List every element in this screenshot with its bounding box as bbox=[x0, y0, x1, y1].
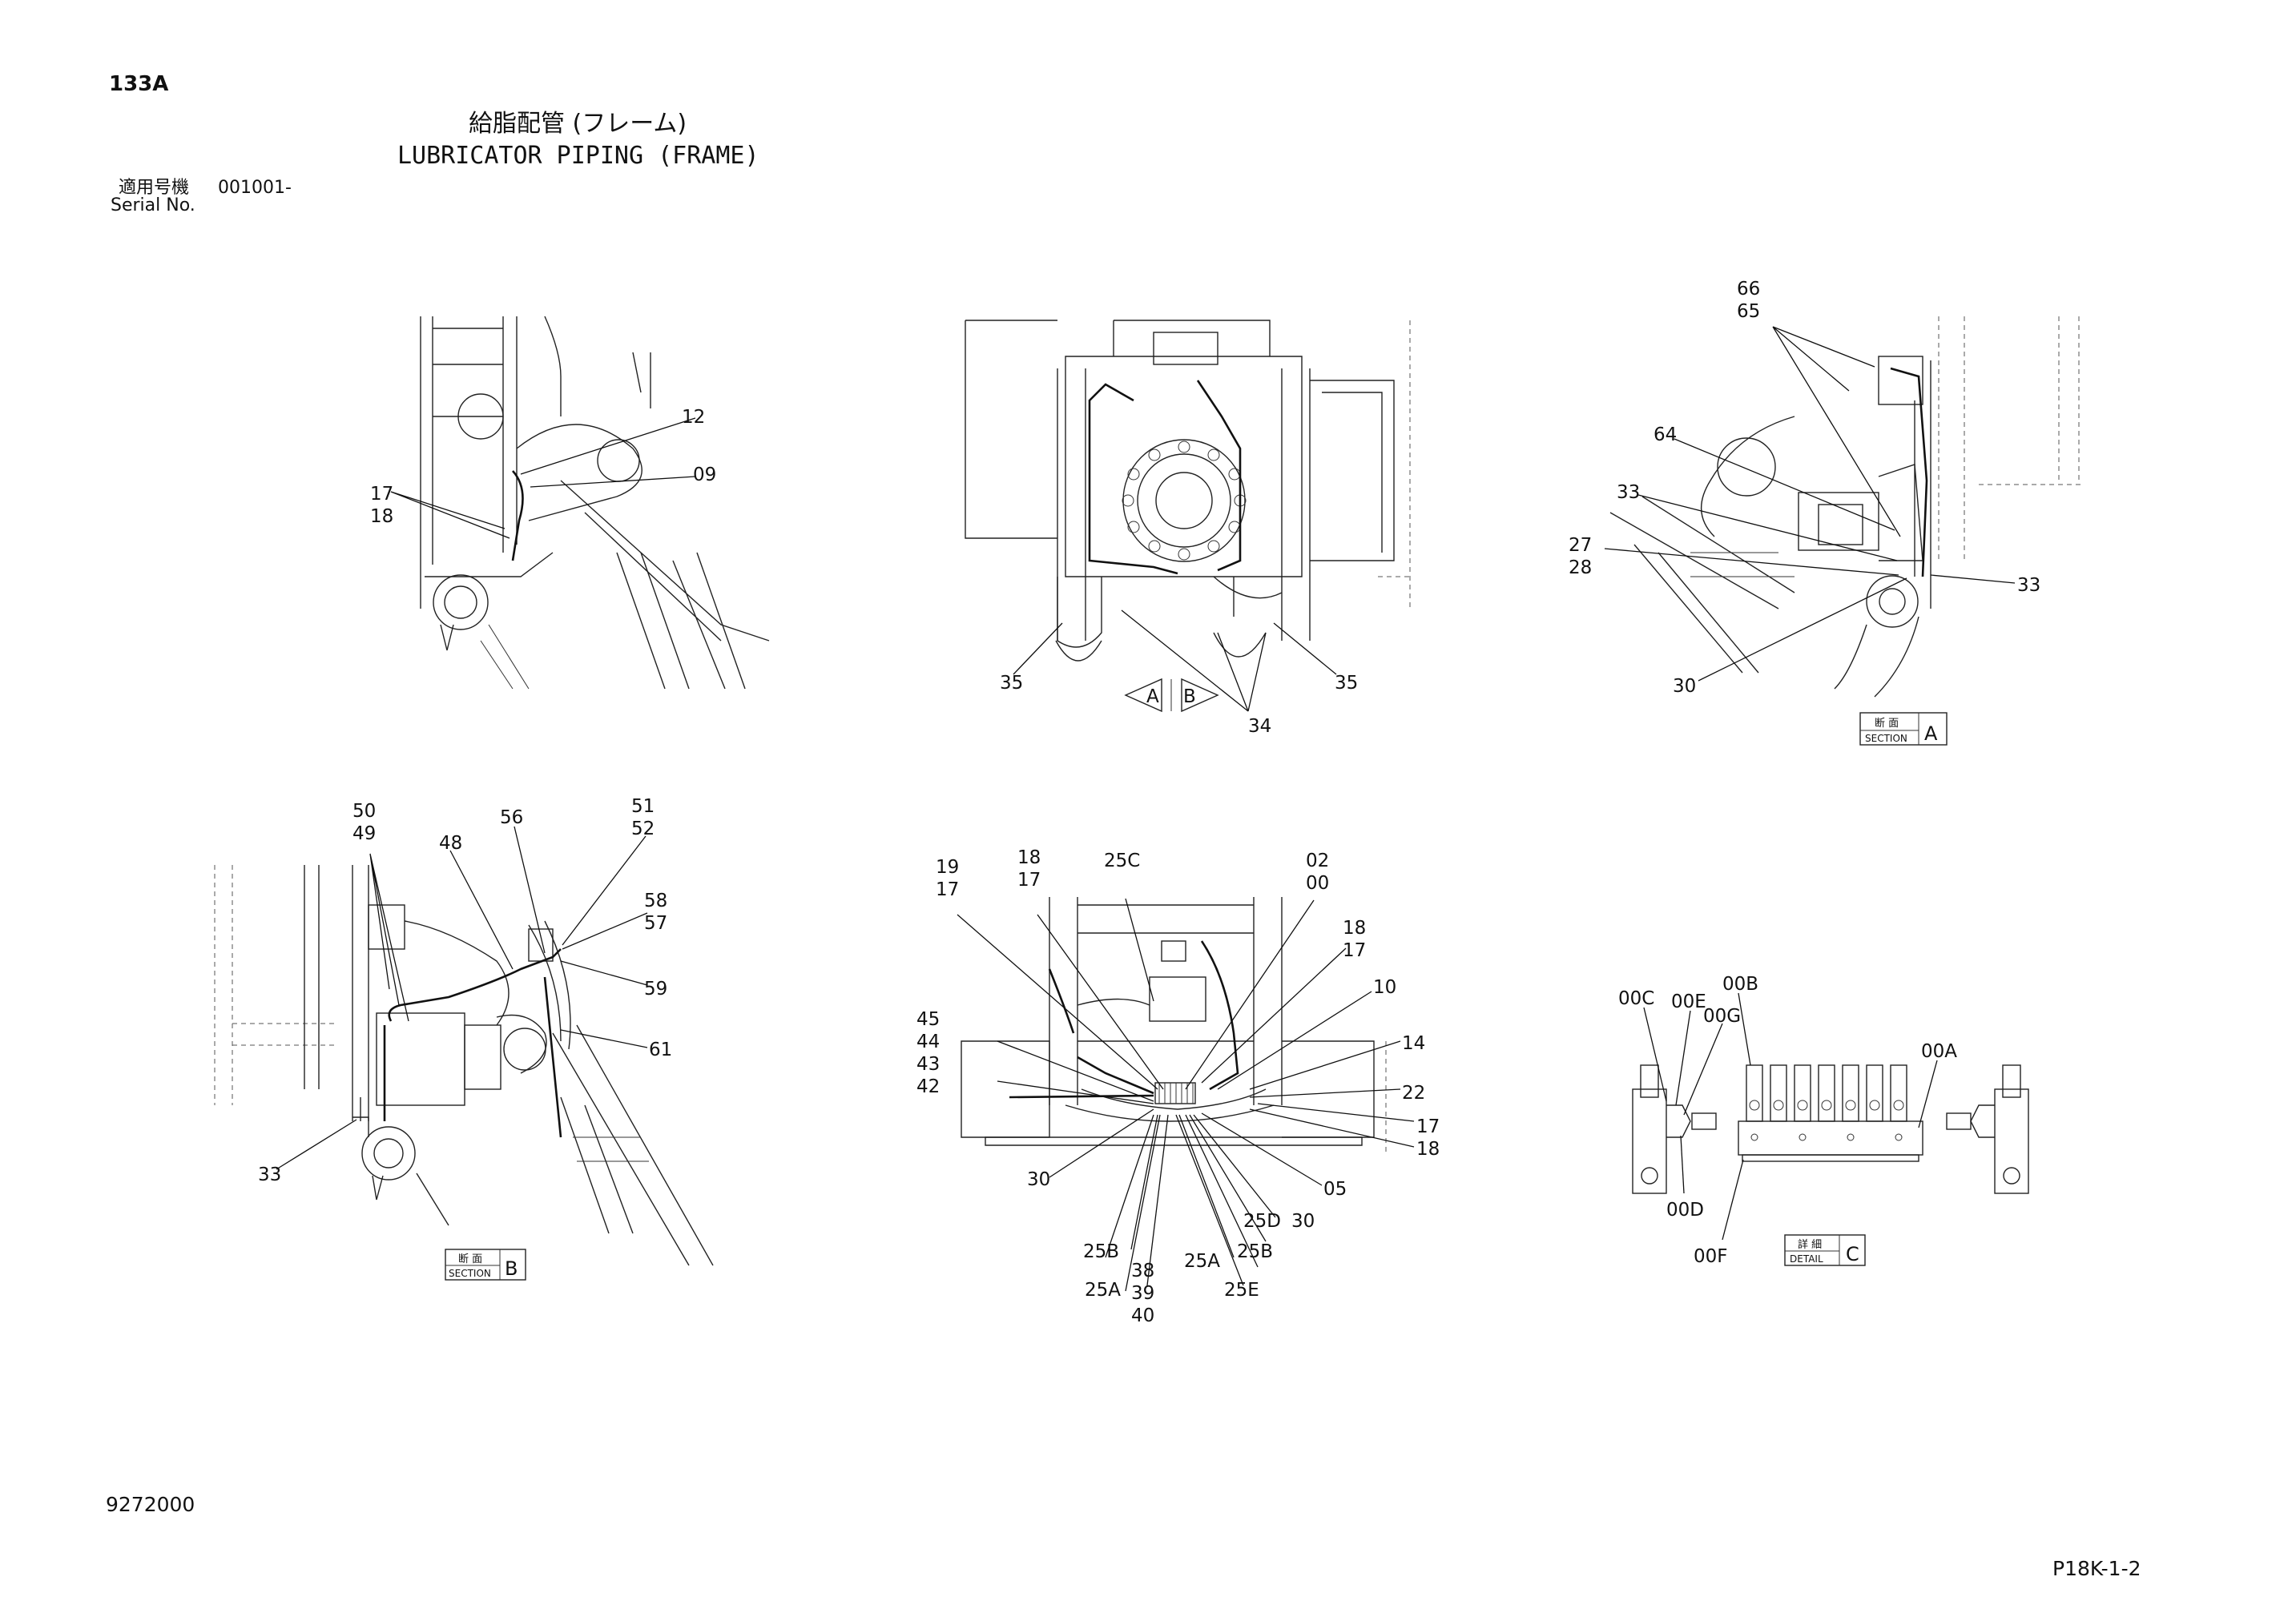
callout: 28 bbox=[1569, 557, 1592, 578]
callout: 34 bbox=[1248, 716, 1271, 737]
callout: 00B bbox=[1722, 974, 1758, 995]
callout: 58 bbox=[644, 891, 667, 911]
callout: 48 bbox=[439, 833, 462, 854]
callout: 17 bbox=[1416, 1116, 1440, 1137]
callout: 30 bbox=[1291, 1211, 1315, 1232]
callout: 27 bbox=[1569, 535, 1592, 556]
callout: 65 bbox=[1737, 301, 1760, 322]
callout: 00D bbox=[1666, 1200, 1704, 1221]
serial-label-en: Serial No. bbox=[111, 195, 195, 215]
callout: 44 bbox=[916, 1032, 940, 1052]
view-section-b: 50 49 48 56 51 52 58 57 59 61 33 断 面 SEC… bbox=[214, 796, 714, 1281]
serial-label-jp: 適用号機 bbox=[119, 178, 190, 198]
callout: 19 bbox=[936, 857, 959, 878]
callout: 30 bbox=[1673, 676, 1696, 697]
serial-value: 001001- bbox=[218, 178, 292, 198]
callout: 05 bbox=[1323, 1179, 1347, 1200]
callout: 25B bbox=[1083, 1241, 1119, 1262]
callout: 33 bbox=[1617, 482, 1640, 503]
callout: 18 bbox=[370, 506, 393, 527]
callout: 50 bbox=[352, 801, 376, 822]
callout: 00G bbox=[1703, 1006, 1741, 1027]
title-english: LUBRICATOR PIPING (FRAME) bbox=[397, 142, 759, 170]
view-detail-c: 00C 00E 00G 00B 00A 00D 00F 詳 細 DETAIL C bbox=[1618, 974, 2029, 1267]
section-letter: A bbox=[1924, 722, 1938, 745]
section-label-jp: 断 面 bbox=[1875, 718, 1899, 730]
callout: 25C bbox=[1104, 851, 1140, 871]
callout: 09 bbox=[693, 465, 716, 485]
callout: 52 bbox=[631, 819, 655, 839]
callout: 25D bbox=[1243, 1211, 1281, 1232]
section-letter: B bbox=[505, 1257, 518, 1280]
callout: 18 bbox=[1343, 918, 1366, 939]
callout: 25A bbox=[1085, 1280, 1121, 1301]
sheet-number: 133A bbox=[109, 72, 169, 96]
section-label-jp: 断 面 bbox=[458, 1253, 482, 1265]
callout: 00F bbox=[1694, 1246, 1728, 1267]
callout: 66 bbox=[1737, 279, 1760, 300]
callout: 02 bbox=[1306, 851, 1329, 871]
callout: 14 bbox=[1402, 1033, 1425, 1054]
callout: 61 bbox=[649, 1040, 672, 1060]
section-label-en: SECTION bbox=[449, 1268, 491, 1279]
view-top-left: 12 09 17 18 bbox=[370, 316, 770, 690]
callout: 00C bbox=[1618, 988, 1654, 1009]
callout: 18 bbox=[1416, 1139, 1440, 1160]
callout: 35 bbox=[1000, 673, 1023, 694]
callout: 25A bbox=[1184, 1251, 1220, 1272]
callout: 00 bbox=[1306, 873, 1329, 894]
callout: 30 bbox=[1027, 1169, 1050, 1190]
callout: 00A bbox=[1921, 1041, 1957, 1062]
callout: 43 bbox=[916, 1054, 940, 1075]
callout: 12 bbox=[682, 407, 705, 428]
callout: 64 bbox=[1654, 424, 1677, 445]
drawing-number: 9272000 bbox=[106, 1493, 195, 1516]
page-code: P18K-1-2 bbox=[2052, 1557, 2141, 1580]
callout: 45 bbox=[916, 1009, 940, 1030]
callout: 17 bbox=[1343, 940, 1366, 961]
callout: 57 bbox=[644, 913, 667, 934]
callout: 39 bbox=[1131, 1283, 1154, 1304]
callout: 10 bbox=[1373, 977, 1396, 998]
callout: 49 bbox=[352, 823, 376, 844]
callout: 17 bbox=[1017, 870, 1041, 891]
title-japanese: 給脂配管 (フレーム) bbox=[469, 110, 687, 138]
callout: 00E bbox=[1671, 992, 1706, 1012]
detail-letter: C bbox=[1846, 1243, 1859, 1265]
detail-label-en: DETAIL bbox=[1790, 1253, 1823, 1265]
callout: 40 bbox=[1131, 1305, 1154, 1326]
callout: 33 bbox=[2017, 575, 2040, 596]
arrow-label-a: A bbox=[1146, 686, 1159, 707]
callout: 59 bbox=[644, 979, 667, 1000]
section-label-en: SECTION bbox=[1865, 733, 1907, 744]
callout: 42 bbox=[916, 1076, 940, 1097]
callout: 25E bbox=[1224, 1280, 1259, 1301]
callout: 17 bbox=[936, 879, 959, 900]
callout: 33 bbox=[258, 1164, 281, 1185]
callout: 25B bbox=[1237, 1241, 1273, 1262]
view-top-center: 35 35 34 A B bbox=[965, 320, 1411, 737]
callout: 38 bbox=[1131, 1261, 1154, 1281]
view-bottom-center: 19 17 18 17 25C 02 00 18 17 10 45 44 43 … bbox=[916, 847, 1440, 1326]
callout: 18 bbox=[1017, 847, 1041, 868]
view-section-a: 66 65 64 33 27 28 33 30 断 面 SECTION A bbox=[1569, 279, 2083, 746]
callout: 17 bbox=[370, 484, 393, 505]
callout: 51 bbox=[631, 796, 655, 817]
callout: 35 bbox=[1335, 673, 1358, 694]
arrow-label-b: B bbox=[1183, 686, 1196, 707]
callout: 56 bbox=[500, 807, 523, 828]
callout: 22 bbox=[1402, 1083, 1425, 1104]
detail-label-jp: 詳 細 bbox=[1798, 1238, 1822, 1251]
